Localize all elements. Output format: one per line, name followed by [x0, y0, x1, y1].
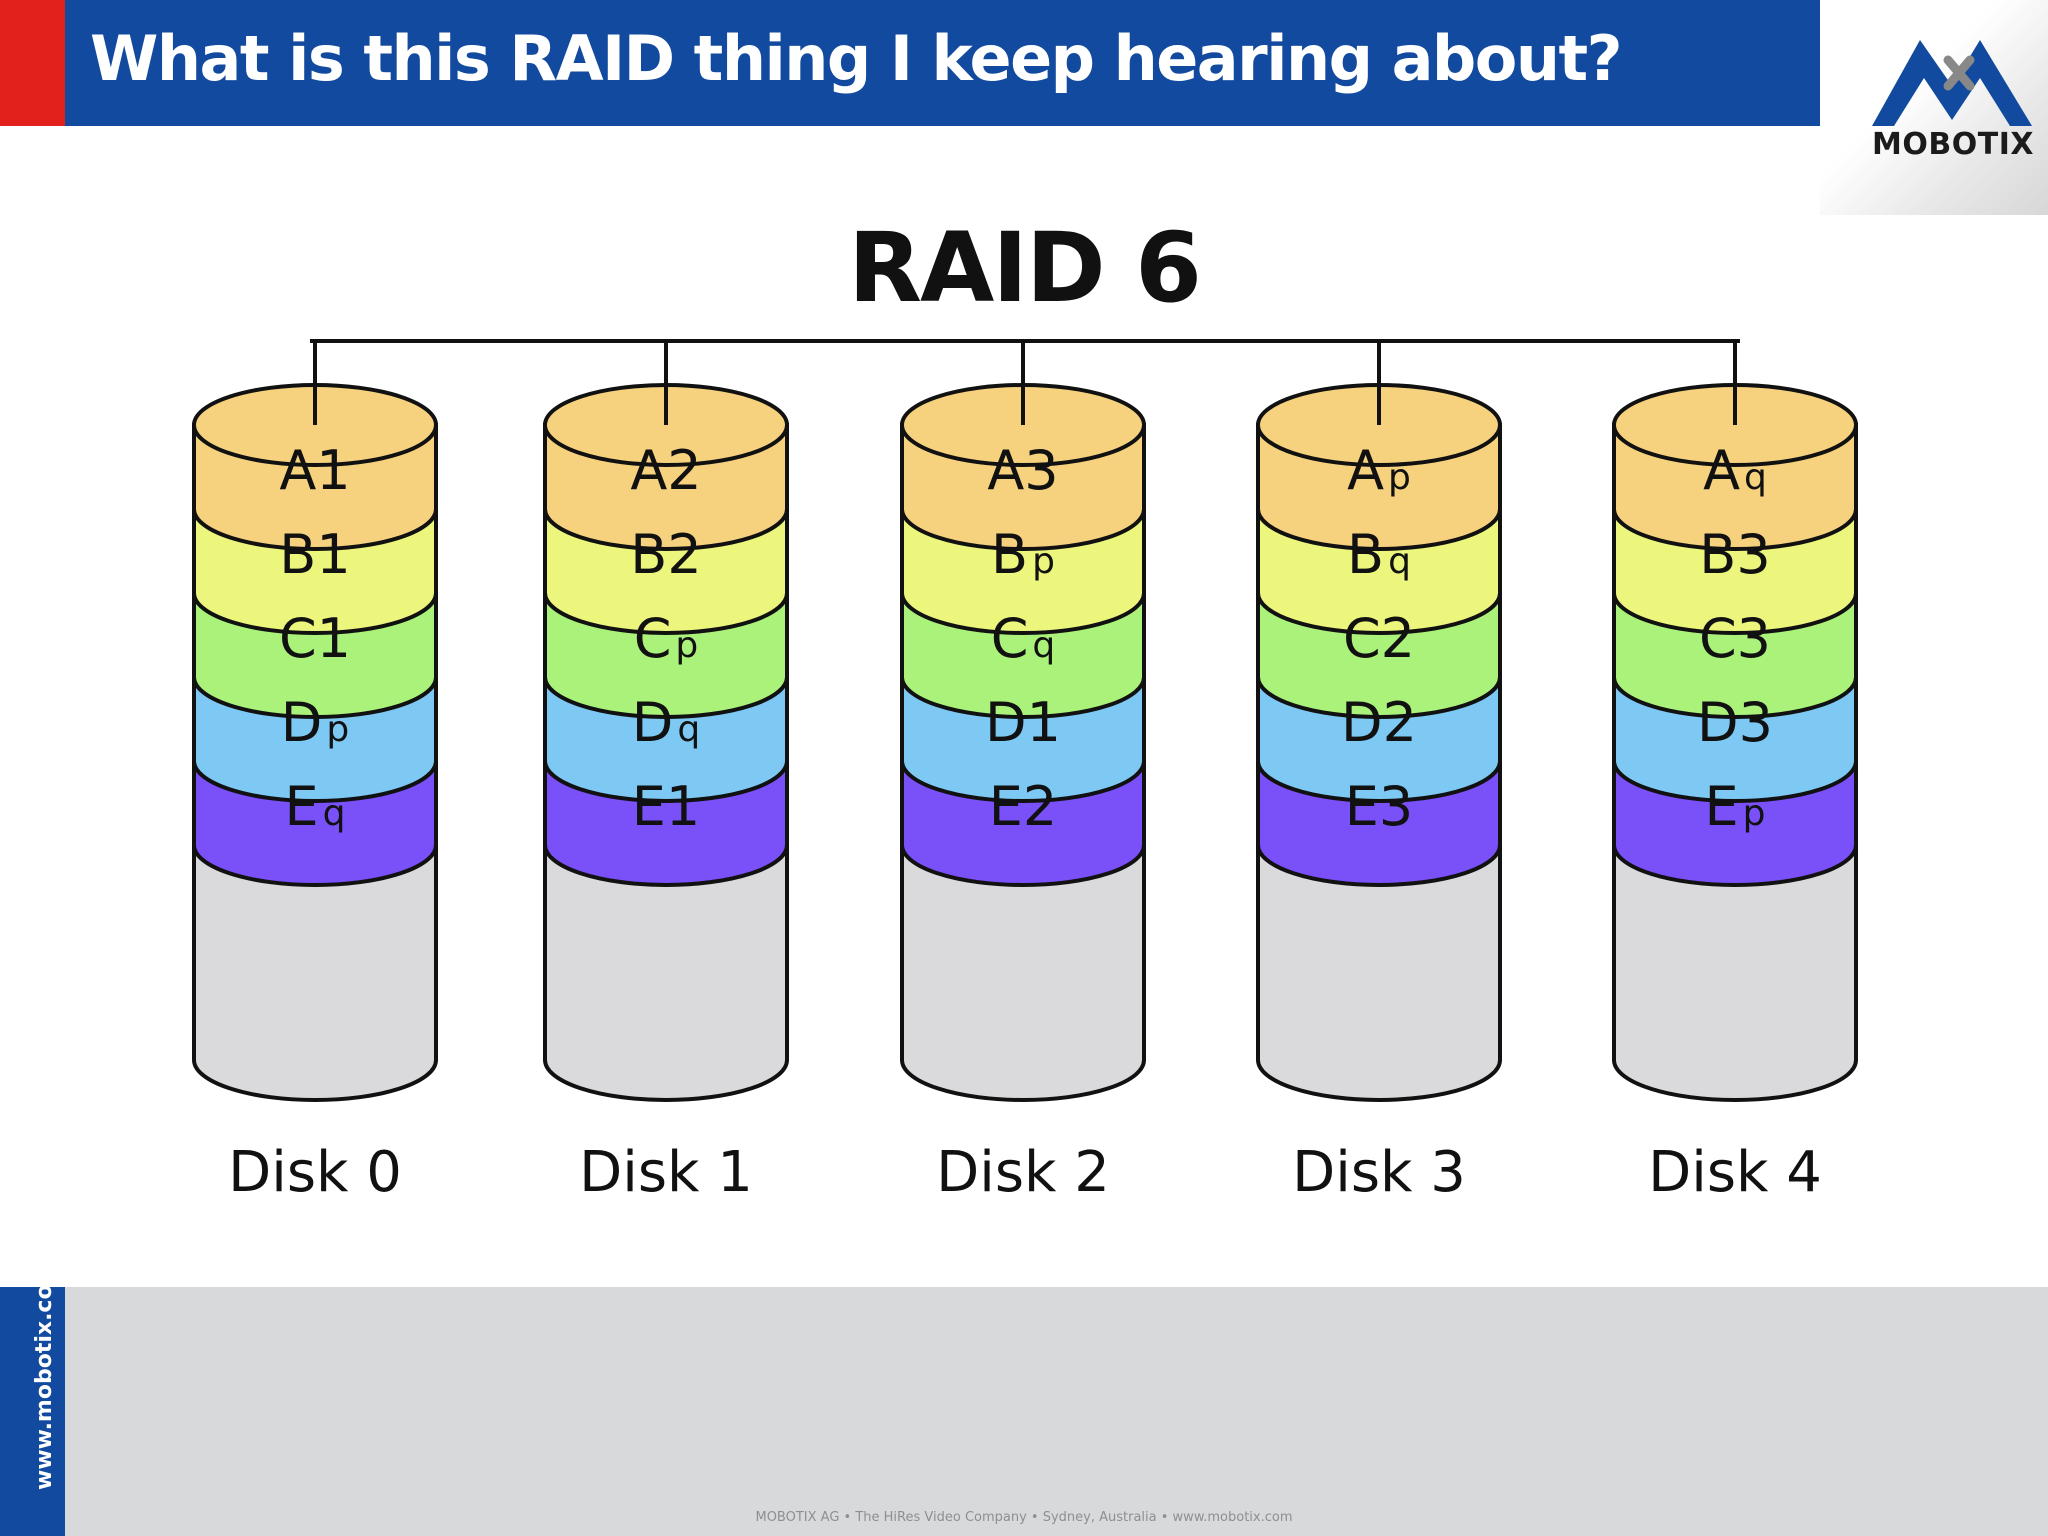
- block-label: E3: [1345, 775, 1413, 838]
- disk-empty-space: [900, 843, 1146, 1102]
- red-accent-tab: [0, 0, 65, 126]
- block-label: D1: [985, 691, 1061, 754]
- footer-band: [65, 1287, 2048, 1536]
- logo-area: MOBOTIX: [1820, 0, 2048, 215]
- disk-label: Disk 3: [1292, 1140, 1466, 1205]
- block-label: A2: [630, 439, 701, 502]
- disk-empty-space: [1256, 843, 1502, 1102]
- disk-empty-space: [192, 843, 438, 1102]
- slide-title: What is this RAID thing I keep hearing a…: [90, 22, 1623, 95]
- footer-text: MOBOTIX AG • The HiRes Video Company • S…: [755, 1510, 1293, 1525]
- side-tab: [0, 1287, 65, 1536]
- block-label: E1: [632, 775, 700, 838]
- disk-empty-space: [1612, 843, 1858, 1102]
- disk-label: Disk 2: [936, 1140, 1110, 1205]
- diagram-title: RAID 6: [848, 212, 1202, 324]
- block-label: D3: [1697, 691, 1773, 754]
- website-link[interactable]: www.mobotix.com: [32, 1261, 57, 1490]
- block-label: B3: [1699, 523, 1770, 586]
- header-bar: [65, 0, 2048, 126]
- disk-label: Disk 0: [228, 1140, 402, 1205]
- block-label: C2: [1343, 607, 1415, 670]
- block-label: E2: [989, 775, 1057, 838]
- block-label: C3: [1699, 607, 1771, 670]
- mobotix-logo-icon: [1872, 40, 2032, 126]
- disk-label: Disk 1: [579, 1140, 753, 1205]
- block-label: D2: [1341, 691, 1417, 754]
- block-label: C1: [279, 607, 351, 670]
- logo-text: MOBOTIX: [1872, 127, 2034, 162]
- disk-empty-space: [543, 843, 789, 1102]
- block-label: A1: [279, 439, 350, 502]
- disk-label: Disk 4: [1648, 1140, 1822, 1205]
- block-label: A3: [987, 439, 1058, 502]
- block-label: B2: [630, 523, 701, 586]
- block-label: B1: [279, 523, 350, 586]
